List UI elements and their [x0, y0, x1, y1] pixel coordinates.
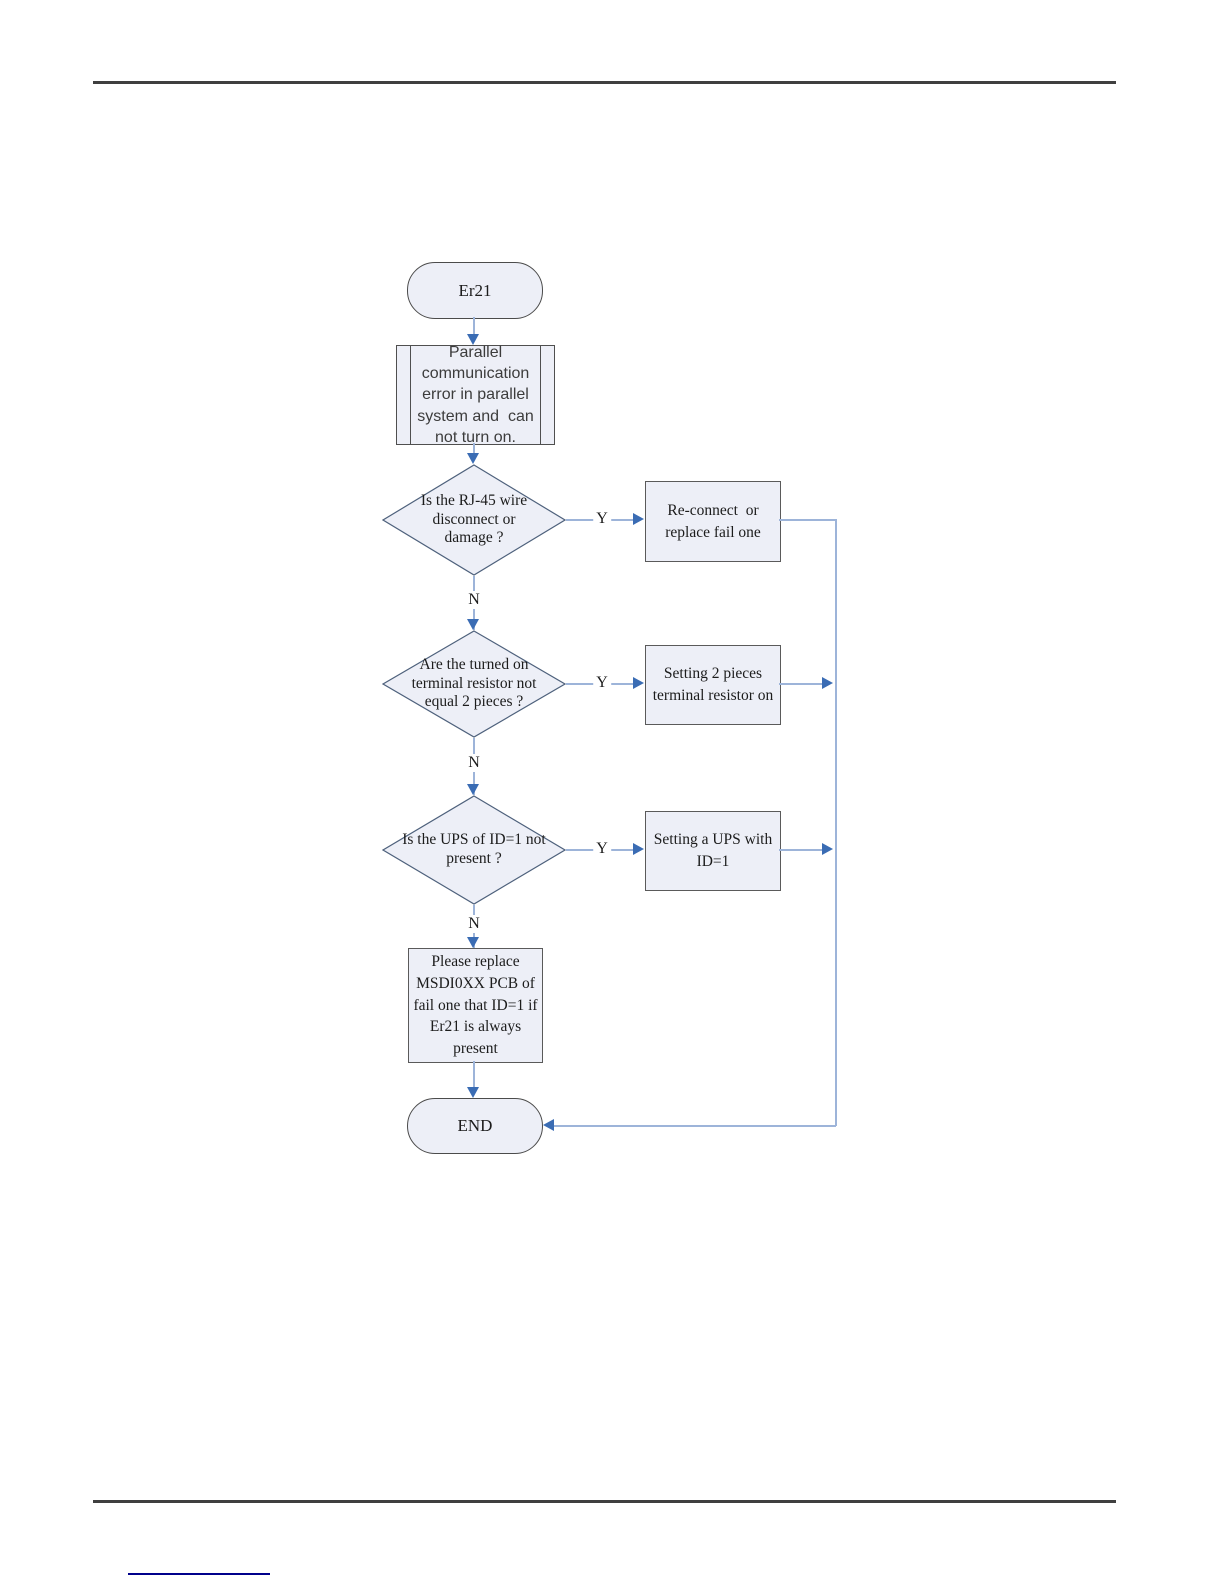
branch-label-yes-1: Y: [593, 510, 611, 528]
decision-ups-id1-label: Is the UPS of ID=1 not present ?: [402, 831, 546, 867]
decision-terminal-resistor: Are the turned on terminal resistor not …: [382, 630, 566, 738]
edge-start-to-description: [473, 317, 475, 335]
edge-action1-to-feedback: [779, 519, 836, 521]
edge-final-to-end: [473, 1061, 475, 1088]
branch-label-no-2: N: [465, 754, 483, 772]
arrowhead-feedback-to-end: [543, 1119, 554, 1131]
arrowhead-decision3-no: [467, 937, 479, 948]
arrowhead-action3-to-feedback: [822, 843, 833, 855]
branch-label-yes-3: Y: [593, 840, 611, 858]
footnote-rule: [128, 1573, 270, 1575]
action-reconnect-box: Re-connect or replace fail one: [645, 481, 781, 562]
arrowhead-decision1-yes: [633, 513, 644, 525]
decision-terminal-resistor-label: Are the turned on terminal resistor not …: [411, 655, 537, 711]
header-rule: [93, 81, 1116, 84]
branch-label-no-3: N: [465, 915, 483, 933]
start-terminator: Er21: [407, 262, 543, 319]
footer-rule: [93, 1500, 1116, 1503]
arrowhead-action2-to-feedback: [822, 677, 833, 689]
action-set-resistor-label: Setting 2 pieces terminal resistor on: [652, 665, 774, 704]
decision-rj45-wire: Is the RJ-45 wire disconnect or damage ?: [382, 464, 566, 576]
decision-ups-id1: Is the UPS of ID=1 not present ?: [382, 795, 566, 905]
error-description-box: Parallel communication error in parallel…: [396, 343, 555, 446]
final-action-box: Please replace MSDI0XX PCB of fail one t…: [408, 948, 543, 1063]
edge-action2-to-feedback: [779, 683, 823, 685]
arrowhead-decision2-no: [467, 784, 479, 795]
start-terminator-label: Er21: [458, 280, 492, 300]
action-set-ups-label: Setting a UPS with ID=1: [653, 831, 773, 870]
predefined-process-bar-right: [540, 346, 541, 444]
arrowhead-start-to-description: [467, 334, 479, 345]
action-set-ups-box: Setting a UPS with ID=1: [645, 811, 781, 891]
arrowhead-decision3-yes: [633, 843, 644, 855]
branch-label-no-1: N: [465, 591, 483, 609]
arrowhead-description-to-decision1: [467, 453, 479, 464]
branch-label-yes-2: Y: [593, 674, 611, 692]
feedback-vertical-line: [835, 519, 837, 1126]
action-set-resistor-box: Setting 2 pieces terminal resistor on: [645, 645, 781, 725]
error-description-label: Parallel communication error in parallel…: [417, 343, 534, 446]
diamond-shape: [382, 630, 566, 738]
arrowhead-final-to-end: [467, 1087, 479, 1098]
action-reconnect-label: Re-connect or replace fail one: [665, 501, 761, 541]
decision-rj45-wire-label: Is the RJ-45 wire disconnect or damage ?: [420, 491, 528, 547]
feedback-horizontal-line: [554, 1125, 836, 1127]
end-terminator: END: [407, 1098, 543, 1154]
end-terminator-label: END: [457, 1116, 493, 1135]
diamond-shape: [382, 464, 566, 576]
final-action-label: Please replace MSDI0XX PCB of fail one t…: [413, 953, 538, 1058]
arrowhead-decision2-yes: [633, 677, 644, 689]
arrowhead-decision1-no: [467, 619, 479, 630]
edge-action3-to-feedback: [779, 849, 823, 851]
edge-description-to-decision1: [473, 443, 475, 454]
diamond-shape: [382, 795, 566, 905]
predefined-process-bar-left: [410, 346, 411, 444]
